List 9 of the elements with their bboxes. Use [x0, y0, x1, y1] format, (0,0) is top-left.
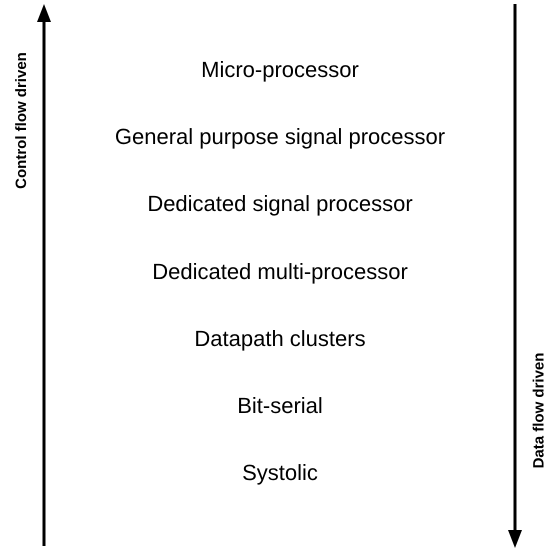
processor-type-label: Bit-serial: [236, 392, 324, 419]
axis-label: Control flow driven: [12, 52, 30, 188]
axis-label: Data flow driven: [530, 352, 548, 468]
processor-type-label: Micro-processor: [200, 57, 360, 83]
processor-type-label: Systolic: [241, 460, 319, 486]
processor-type-label: Dedicated signal processor: [146, 191, 414, 218]
processor-type-label: General purpose signal processor: [114, 124, 446, 150]
processor-type-label: Dedicated multi-processor: [151, 258, 409, 284]
processor-type-label: Datapath clusters: [193, 326, 367, 352]
